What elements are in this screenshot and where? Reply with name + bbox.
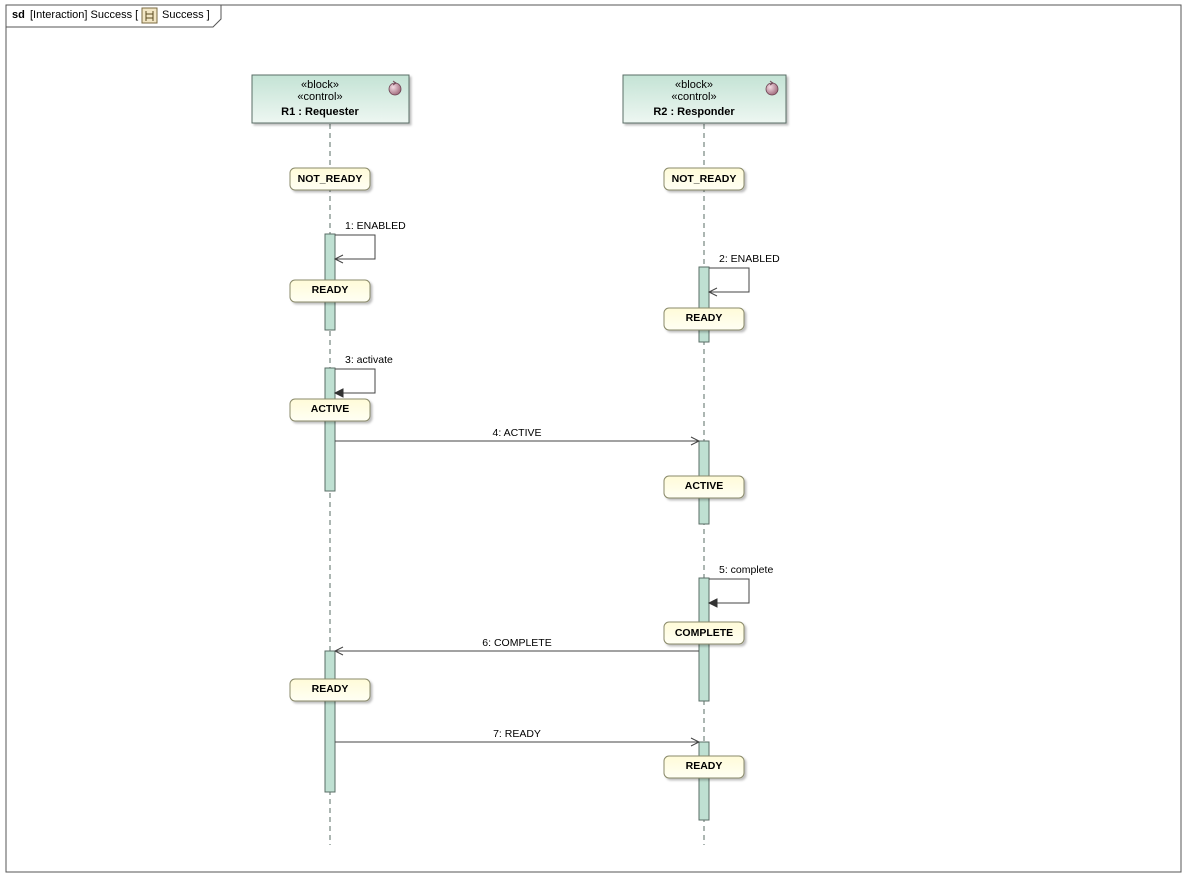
activation-bar[interactable] (699, 267, 709, 342)
state-label: ACTIVE (685, 480, 724, 492)
activation-bar[interactable] (325, 651, 335, 792)
lifeline-r2-stereotype-block: «block» (675, 79, 713, 91)
state-label: READY (312, 683, 349, 695)
lifeline-r2-name: R2 : Responder (653, 106, 735, 118)
state-invariant[interactable]: READY (664, 308, 744, 330)
frame-keyword: sd (12, 9, 25, 21)
message-label: 6: COMPLETE (482, 637, 551, 649)
state-label: READY (312, 284, 349, 296)
lifeline-r2-stereotype-control: «control» (671, 91, 716, 103)
state-invariant[interactable]: NOT_READY (290, 168, 370, 190)
state-invariant[interactable]: READY (664, 756, 744, 778)
message-label: 3: activate (345, 354, 393, 366)
message-label: 1: ENABLED (345, 220, 406, 232)
state-invariant[interactable]: NOT_READY (664, 168, 744, 190)
state-invariant[interactable]: READY (290, 280, 370, 302)
state-label: READY (686, 312, 723, 324)
state-label: COMPLETE (675, 627, 733, 639)
lifeline-r1-stereotype-block: «block» (301, 79, 339, 91)
frame-label-prefix: [Interaction] Success [ (30, 9, 138, 21)
state-invariant[interactable]: ACTIVE (664, 476, 744, 498)
lifeline-r1-stereotype-control: «control» (297, 91, 342, 103)
message-label: 4: ACTIVE (492, 427, 541, 439)
frame-label-suffix: Success ] (162, 9, 210, 21)
state-label: NOT_READY (298, 173, 363, 185)
state-label: NOT_READY (672, 173, 737, 185)
activation-bar[interactable] (699, 742, 709, 820)
activation-bar[interactable] (325, 368, 335, 491)
state-label: ACTIVE (311, 403, 350, 415)
message-7[interactable]: 7: READY (335, 728, 699, 746)
lifeline-r1-name: R1 : Requester (281, 106, 359, 118)
message-label: 5: complete (719, 564, 773, 576)
state-invariant[interactable]: COMPLETE (664, 622, 744, 644)
state-invariant[interactable]: READY (290, 679, 370, 701)
message-label: 7: READY (493, 728, 541, 740)
message-5[interactable]: 5: complete (709, 564, 773, 607)
message-4[interactable]: 4: ACTIVE (335, 427, 699, 445)
state-label: READY (686, 760, 723, 772)
message-3[interactable]: 3: activate (335, 354, 393, 397)
message-label: 2: ENABLED (719, 253, 780, 265)
message-6[interactable]: 6: COMPLETE (335, 637, 699, 655)
message-1[interactable]: 1: ENABLED (335, 220, 406, 263)
interaction-icon (142, 8, 157, 23)
state-invariant[interactable]: ACTIVE (290, 399, 370, 421)
message-2[interactable]: 2: ENABLED (709, 253, 780, 296)
